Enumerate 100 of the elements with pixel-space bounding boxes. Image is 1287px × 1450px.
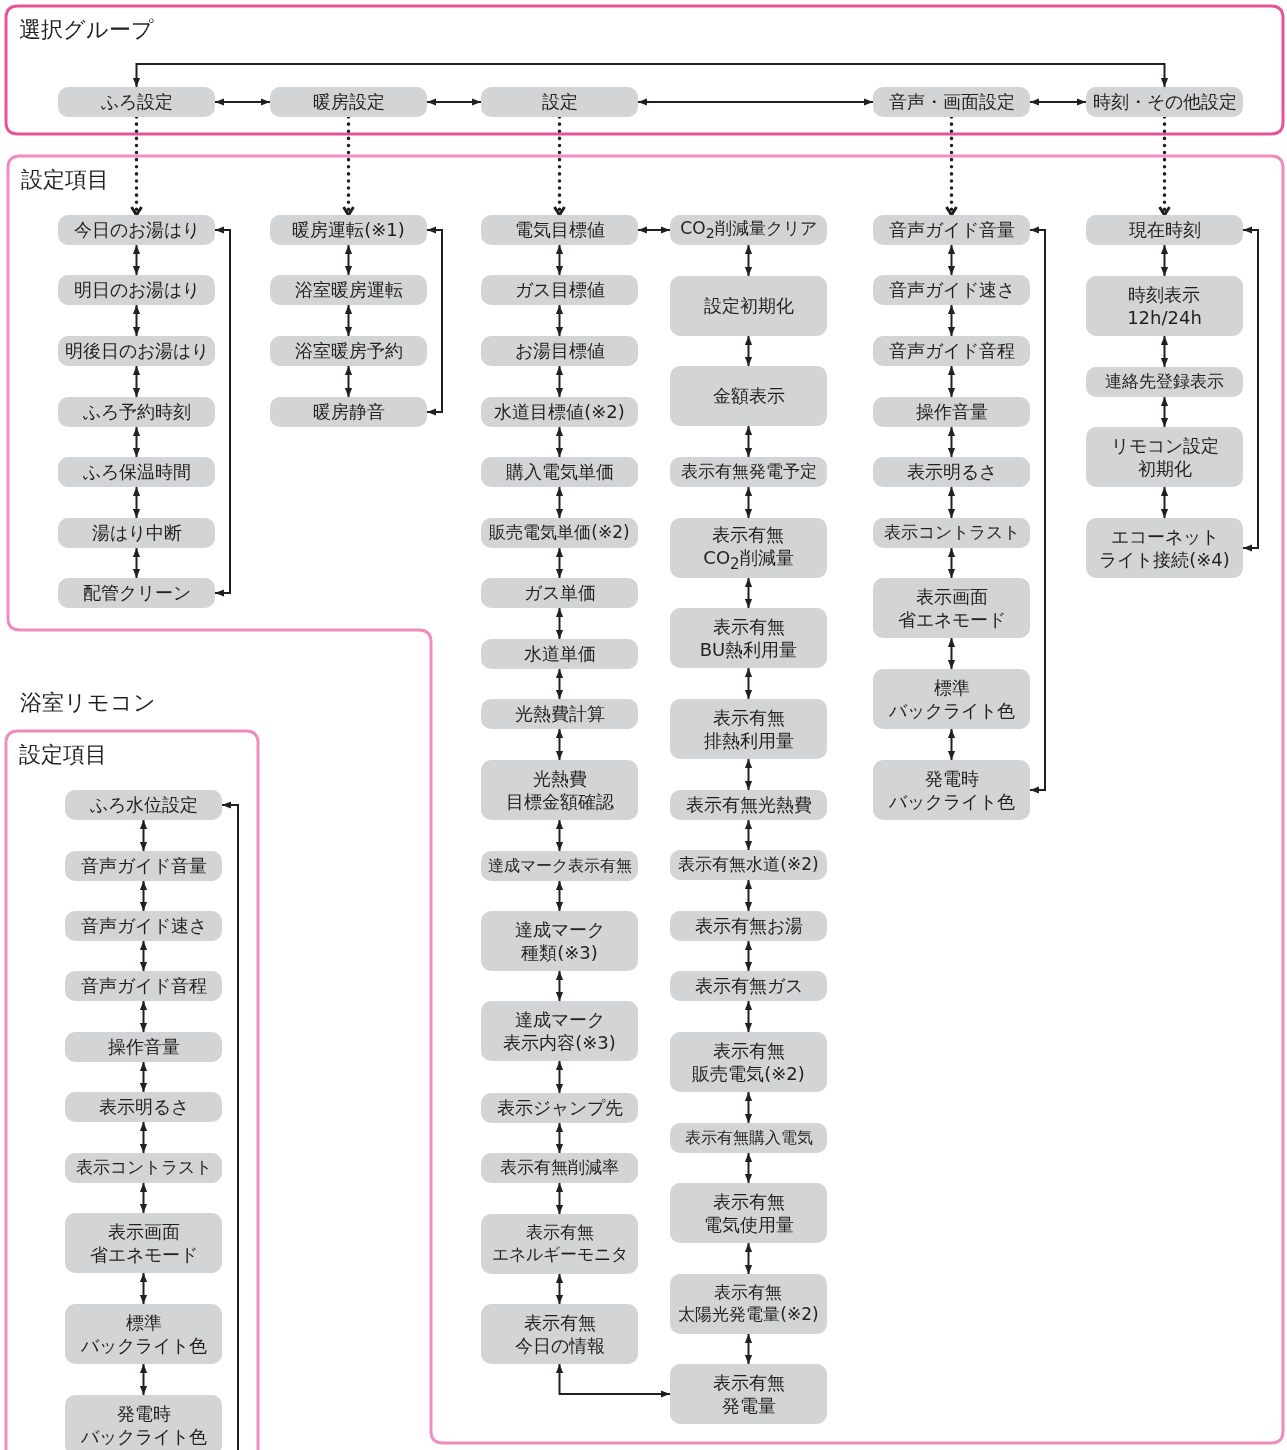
- arrow: [344, 304, 353, 337]
- arrow: [947, 426, 956, 458]
- setting-box: 浴室暖房運転: [270, 275, 427, 305]
- setting-box: ガス単価: [481, 578, 638, 608]
- arrow: [426, 98, 482, 106]
- arrow: [947, 304, 956, 337]
- setting-box: 今日のお湯はり: [58, 215, 215, 245]
- setting-box: 表示画面省エネモード: [873, 578, 1030, 638]
- arrow: [139, 1061, 148, 1093]
- arrow: [637, 226, 671, 234]
- arrow: [947, 728, 956, 761]
- arrow: [139, 1000, 148, 1033]
- setting-box: 標準バックライト色: [65, 1304, 222, 1364]
- arrow: [1160, 244, 1169, 277]
- setting-box: 発電時バックライト色: [873, 760, 1030, 820]
- setting-box: ふろ水位設定: [65, 790, 222, 820]
- arrow: [555, 1363, 671, 1398]
- setting-box: 表示有無購入電気: [670, 1123, 827, 1153]
- arrow: [555, 819, 564, 852]
- arrow: [744, 1091, 753, 1124]
- arrow: [1160, 335, 1169, 368]
- arrow: [139, 1182, 148, 1214]
- setting-box: 配管クリーン: [58, 578, 215, 608]
- arrow: [744, 879, 753, 912]
- setting-box: 表示有無水道(※2): [670, 850, 827, 880]
- panel-heading: 設定項目: [21, 166, 109, 194]
- setting-box: 標準バックライト色: [873, 669, 1030, 729]
- setting-box: 達成マーク表示内容(※3): [481, 1001, 638, 1061]
- arrow: [132, 304, 141, 337]
- group-box: 音声・画面設定: [873, 87, 1030, 117]
- setting-box: 表示有無お湯: [670, 911, 827, 941]
- arrow: [744, 244, 753, 277]
- arrow: [344, 244, 353, 276]
- setting-box: ガス目標値: [481, 275, 638, 305]
- section-heading: 浴室リモコン: [20, 689, 156, 717]
- arrow: [555, 486, 564, 519]
- setting-box: 表示有無電気使用量: [670, 1183, 827, 1243]
- arrow: [947, 637, 956, 670]
- setting-box: 現在時刻: [1086, 215, 1243, 245]
- setting-box: 連絡先登録表示: [1086, 367, 1243, 397]
- arrow: [744, 940, 753, 972]
- setting-box: 表示明るさ: [873, 457, 1030, 487]
- arrow: [132, 365, 141, 398]
- arrow: [947, 244, 956, 276]
- arrow: [214, 226, 231, 597]
- setting-box: 達成マーク種類(※3): [481, 911, 638, 971]
- group-box: 設定: [481, 87, 638, 117]
- arrow: [744, 335, 753, 367]
- arrow: [132, 486, 141, 519]
- arrow: [744, 1242, 753, 1275]
- setting-box: CO$_{2}$削減量クリア: [670, 215, 827, 245]
- setting-box: 表示コントラスト: [873, 518, 1030, 548]
- dotted-arrow: [945, 115, 958, 217]
- arrow: [555, 728, 564, 761]
- setting-box: 光熱費目標金額確認: [481, 760, 638, 820]
- setting-box: 明日のお湯はり: [58, 275, 215, 305]
- arrow: [555, 547, 564, 579]
- setting-box: 音声ガイド音程: [873, 336, 1030, 366]
- panel-heading: 設定項目: [19, 741, 107, 769]
- setting-box: 時刻表示12h/24h: [1086, 276, 1243, 336]
- arrow: [637, 98, 874, 106]
- setting-box: 表示有無販売電気(※2): [670, 1032, 827, 1092]
- setting-box: 購入電気単価: [481, 457, 638, 487]
- setting-box: 表示有無今日の情報: [481, 1304, 638, 1364]
- arrow: [555, 1122, 564, 1154]
- arrow: [1029, 98, 1087, 106]
- panel-heading: 選択グループ: [19, 16, 154, 44]
- arrow: [555, 1273, 564, 1305]
- setting-box: 音声ガイド速さ: [873, 275, 1030, 305]
- setting-box: 光熱費計算: [481, 699, 638, 729]
- arrow: [1160, 486, 1169, 519]
- setting-box: お湯目標値: [481, 336, 638, 366]
- group-box: 時刻・その他設定: [1086, 87, 1243, 117]
- arrow: [344, 365, 353, 398]
- setting-box: エコーネットライト接続(※4): [1086, 518, 1243, 578]
- panel: [5, 730, 260, 1450]
- panel: [5, 5, 1285, 136]
- arrow: [555, 970, 564, 1002]
- arrow: [1029, 226, 1046, 794]
- setting-box: 表示有無発電量: [670, 1364, 827, 1424]
- setting-box: 操作音量: [873, 397, 1030, 427]
- arrow: [139, 1272, 148, 1305]
- group-box: 暖房設定: [270, 87, 427, 117]
- arrow: [214, 98, 271, 106]
- arrow: [139, 1121, 148, 1154]
- arrow: [132, 547, 141, 579]
- setting-box: 水道目標値(※2): [481, 397, 638, 427]
- arrow: [221, 801, 239, 1450]
- setting-box: 表示有無太陽光発電量(※2): [670, 1274, 827, 1334]
- setting-box: 表示有無エネルギーモニタ: [481, 1214, 638, 1274]
- setting-box: 音声ガイド音量: [65, 851, 222, 881]
- arrow: [744, 758, 753, 791]
- arrow: [947, 365, 956, 398]
- setting-box: 表示画面省エネモード: [65, 1213, 222, 1273]
- arrow: [139, 880, 148, 912]
- setting-box: 表示ジャンプ先: [481, 1093, 638, 1123]
- arrow: [744, 486, 753, 519]
- setting-box: 設定初期化: [670, 276, 827, 336]
- arrow: [555, 304, 564, 337]
- arrow: [132, 63, 1169, 88]
